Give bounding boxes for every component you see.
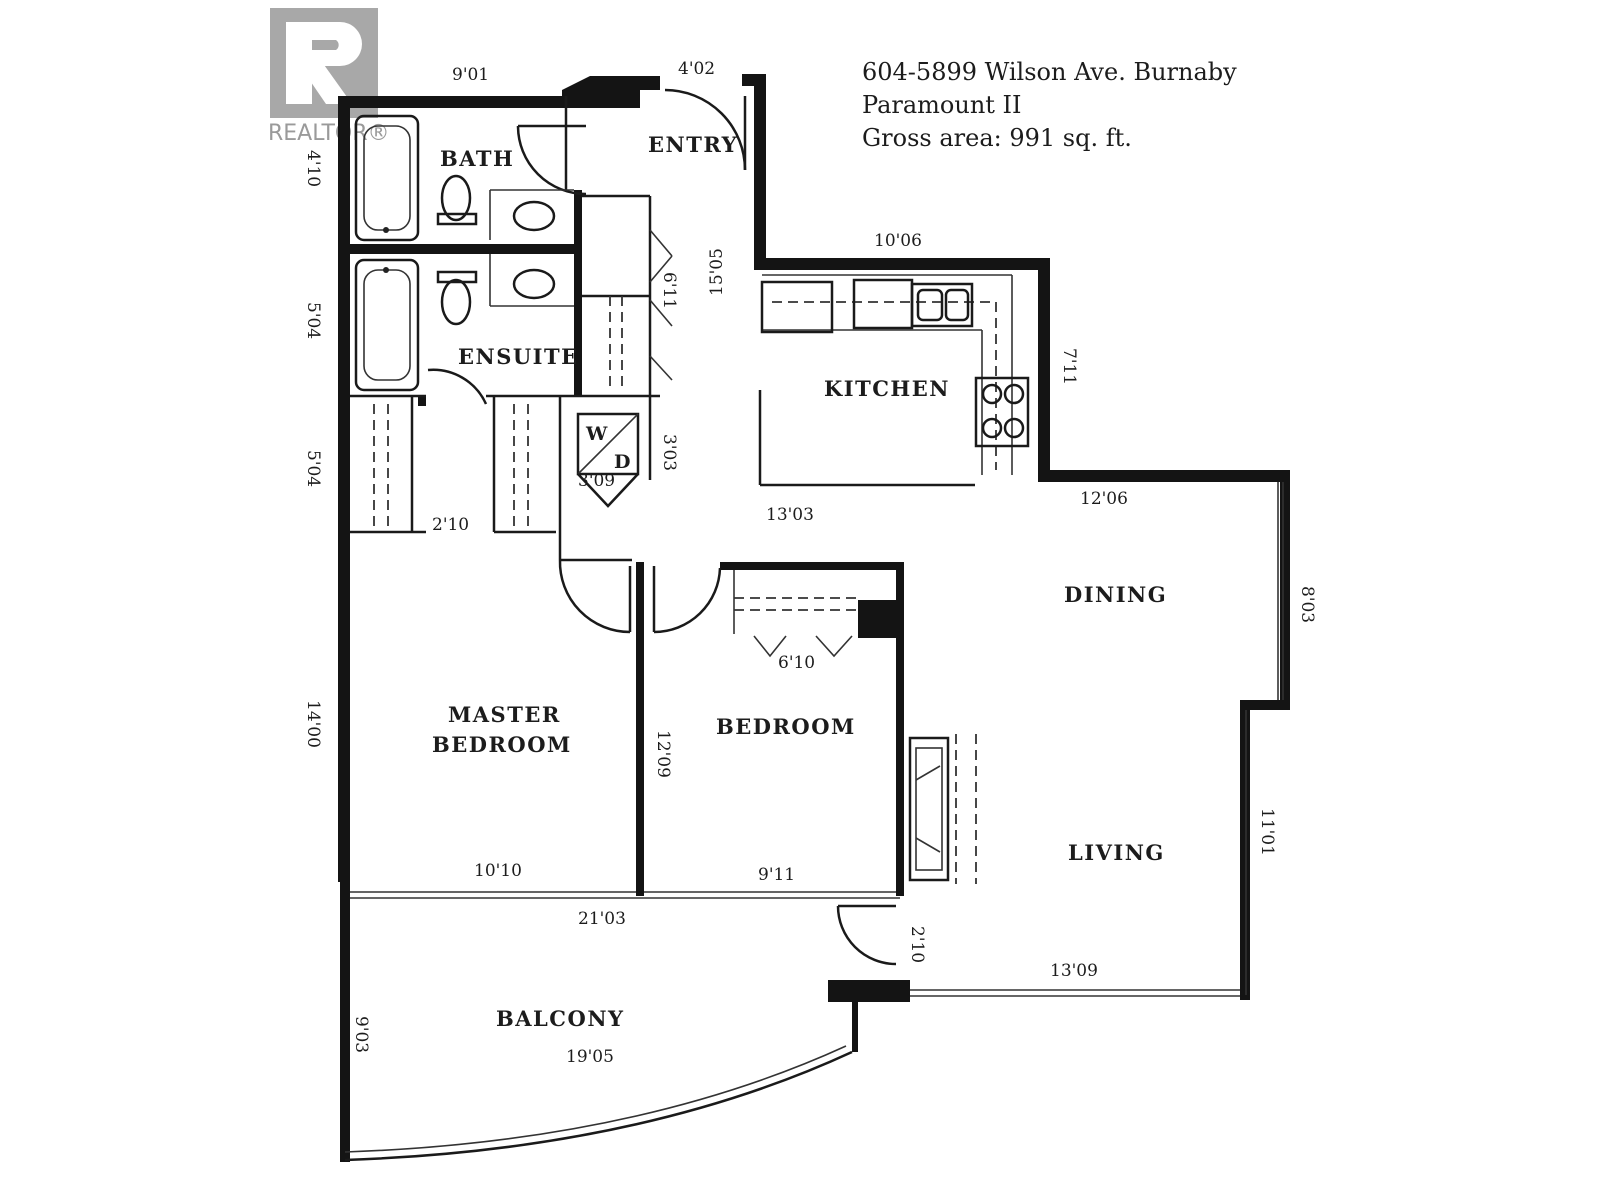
- room-label-master-line1: MASTER: [448, 702, 561, 727]
- dimension-dining-depth: 8'03: [1297, 586, 1317, 623]
- gross-area: Gross area: 991 sq. ft.: [862, 124, 1132, 152]
- dimension-bedroom-width: 9'11: [758, 865, 795, 885]
- dimension-laundry-depth: 3'03: [659, 434, 679, 471]
- room-labels: BATH ENTRY ENSUITE KITCHEN DINING MASTER…: [432, 132, 1167, 1031]
- dimension-balcony-length: 21'03: [578, 909, 626, 929]
- dimension-living-depth: 11'01: [1257, 808, 1277, 856]
- dimension-labels: 9'01 4'02 4'10 5'04 5'04 2'10 15'05 6'11…: [303, 59, 1317, 1067]
- dimension-balcony-depth: 9'03: [351, 1016, 371, 1053]
- dimension-balcony-door: 2'10: [907, 926, 927, 963]
- dimension-bath-width: 9'01: [452, 65, 489, 85]
- building-name: Paramount II: [862, 91, 1022, 119]
- dimension-entry-length: 15'05: [707, 248, 727, 296]
- dimension-bedroom-closet: 6'10: [778, 653, 815, 673]
- laundry: W D: [576, 412, 640, 508]
- dimension-bedroom-depth: 12'09: [653, 730, 673, 778]
- dimension-balcony-width: 19'05: [566, 1047, 614, 1067]
- room-label-bath: BATH: [440, 146, 514, 171]
- dryer-label: D: [614, 451, 630, 473]
- realtor-logo: REALTOR®: [268, 8, 390, 146]
- bathroom-fixtures: [354, 114, 574, 392]
- kitchen-fixtures: [760, 274, 1030, 475]
- listing-address: 604-5899 Wilson Ave. Burnaby: [862, 58, 1237, 86]
- room-label-bedroom: BEDROOM: [716, 714, 856, 739]
- room-label-balcony: BALCONY: [496, 1006, 625, 1031]
- closets: [373, 229, 860, 658]
- dimension-master-depth: 14'00: [303, 700, 323, 748]
- dimension-dining-width: 12'06: [1080, 489, 1128, 509]
- dimension-living-width: 13'09: [1050, 961, 1098, 981]
- dimension-entry-width: 4'02: [678, 59, 715, 79]
- dimension-closet-width: 2'10: [432, 515, 469, 535]
- dimension-bath-depth: 4'10: [303, 150, 323, 187]
- exterior-walls: [338, 74, 1290, 1162]
- room-label-ensuite: ENSUITE: [458, 344, 579, 369]
- room-label-master-line2: BEDROOM: [432, 732, 572, 757]
- washer-label: W: [585, 423, 608, 445]
- dimension-master-width: 10'10: [474, 861, 522, 881]
- dimension-linen-depth: 6'11: [659, 272, 679, 309]
- dimension-hall-width: 13'03: [766, 505, 814, 525]
- fireplace: [908, 734, 977, 884]
- room-label-living: LIVING: [1068, 840, 1165, 865]
- room-label-entry: ENTRY: [648, 132, 738, 157]
- dimension-ensuite-depth: 5'04: [303, 302, 323, 339]
- dimension-kitchen-width: 10'06: [874, 231, 922, 251]
- interior-walls: [350, 96, 975, 896]
- dimension-laundry-width: 3'09: [578, 471, 615, 491]
- dimension-kitchen-depth: 7'11: [1059, 348, 1079, 385]
- room-label-dining: DINING: [1064, 582, 1167, 607]
- doors: [427, 88, 897, 966]
- room-label-kitchen: KITCHEN: [824, 376, 950, 401]
- dimension-closet-depth: 5'04: [303, 450, 323, 487]
- realtor-logo-text: REALTOR®: [268, 121, 390, 146]
- windows: [344, 482, 1284, 1162]
